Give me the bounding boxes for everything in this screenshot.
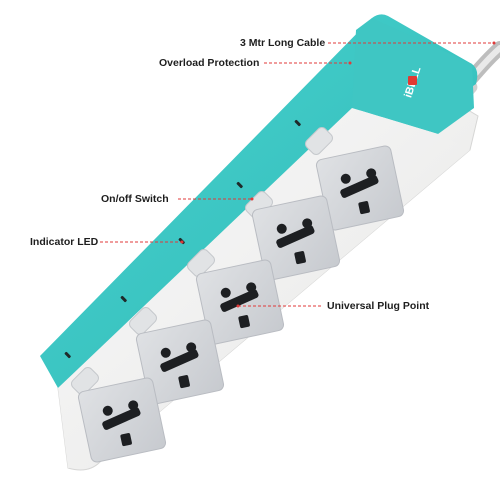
led-slot (294, 119, 301, 127)
cable-leader-dot (492, 41, 496, 45)
plug-leader-dot (236, 304, 240, 308)
led-slot (236, 181, 243, 189)
socket-5[interactable] (315, 145, 405, 231)
switch-button-3[interactable] (185, 247, 216, 278)
switch-button-5[interactable] (303, 125, 334, 156)
switch-callout-label: On/off Switch (101, 193, 169, 205)
led-callout-label: Indicator LED (30, 236, 99, 248)
switch-button-2[interactable] (127, 305, 158, 336)
switch-leader-dot (250, 197, 254, 201)
socket-2[interactable] (135, 319, 225, 405)
overload-leader-dot (348, 61, 352, 65)
overload-callout-label: Overload Protection (159, 57, 260, 69)
plug-callout-label: Universal Plug Point (327, 300, 430, 312)
socket-4[interactable] (251, 195, 341, 281)
socket-1[interactable] (77, 377, 167, 463)
led-slot (120, 295, 127, 303)
led-slot (64, 351, 71, 359)
switch-button-1[interactable] (69, 365, 100, 396)
socket-3[interactable] (195, 259, 285, 345)
brand-red-mark (408, 76, 417, 85)
cable-callout-label: 3 Mtr Long Cable (240, 37, 326, 49)
led-leader-dot (180, 240, 184, 244)
